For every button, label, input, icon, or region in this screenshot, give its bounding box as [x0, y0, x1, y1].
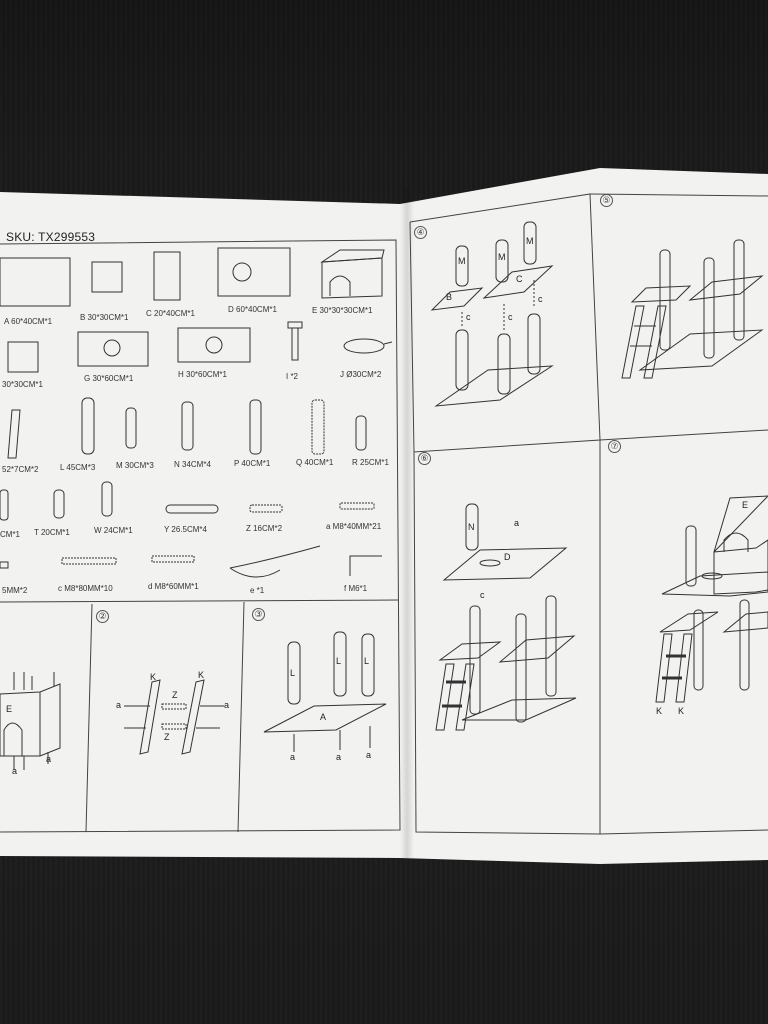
tag-l-2: L [336, 656, 342, 666]
part-label-h: H 30*60CM*1 [178, 370, 227, 379]
tag-a-step6: a [514, 518, 520, 528]
step-7-sketch [655, 495, 768, 703]
parts-row-1 [0, 247, 385, 307]
tag-e-house: E [742, 500, 749, 510]
instruction-sheet [0, 168, 768, 864]
tag-c-board: C [516, 274, 523, 284]
tag-c-step6: c [480, 590, 485, 600]
step-number-5: ⑤ [600, 194, 613, 207]
tag-c-2: c [508, 312, 513, 322]
part-label-g: G 30*60CM*1 [84, 374, 134, 383]
step-4-sketch [430, 221, 554, 407]
tag-c-3: c [538, 294, 543, 304]
part-label-c: C 20*40CM*1 [146, 309, 195, 318]
tag-k-left: K [150, 672, 157, 682]
step-number-4: ④ [414, 226, 427, 239]
tag-d-board: D [504, 552, 511, 562]
tag-a-screw-1: a [290, 752, 296, 762]
part-label-e-tool: e *1 [250, 586, 265, 595]
step-2-sketch [0, 672, 61, 770]
part-label-s: CM*1 [0, 530, 21, 539]
tag-a-step2: a [12, 766, 18, 776]
part-label-j: J Ø30CM*2 [340, 370, 382, 379]
tag-z-bottom: Z [164, 732, 170, 742]
tag-k-right: K [198, 670, 205, 680]
part-label-b: B 30*30CM*1 [80, 313, 129, 322]
tag-k-step7a: K [656, 706, 663, 716]
tag-m-1: M [458, 256, 466, 266]
part-label-d-screw: d M8*60MM*1 [148, 582, 199, 591]
step-5-sketch [621, 239, 764, 379]
tag-a-step2b: a [46, 754, 52, 764]
part-label-c-screw: c M8*80MM*10 [58, 584, 113, 593]
tag-a-screw-3: a [366, 750, 372, 760]
step-3-sketch [263, 631, 387, 752]
parts-row-4 [0, 481, 375, 521]
part-label-e: E 30*30*30CM*1 [312, 306, 373, 315]
part-label-f-wrench: f M6*1 [344, 584, 368, 593]
part-label-a-screw: a M8*40MM*21 [326, 522, 382, 531]
part-label-q: Q 40CM*1 [296, 458, 334, 467]
parts-row-2 [7, 321, 393, 373]
tag-m-2: M [498, 252, 506, 262]
left-page-frames [0, 239, 401, 833]
step-number-7: ⑦ [608, 440, 621, 453]
right-page-frames [409, 193, 768, 835]
step-number-3: ③ [252, 608, 265, 621]
parts-row-3 [7, 397, 367, 459]
step-2b-sketch [124, 679, 224, 755]
tag-a-right: a [224, 700, 230, 710]
part-label-z: Z 16CM*2 [246, 524, 283, 533]
tag-l-3: L [364, 656, 370, 666]
part-label-i: I *2 [286, 372, 299, 381]
part-label-y: Y 26.5CM*4 [164, 525, 207, 534]
parts-row-5 [0, 545, 382, 578]
tag-a-screw-2: a [336, 752, 342, 762]
tag-e-step2: E [6, 704, 13, 714]
part-label-l: L 45CM*3 [60, 463, 96, 472]
part-label-n: N 34CM*4 [174, 460, 211, 469]
tag-n-post: N [468, 522, 475, 532]
tag-c-1: c [466, 312, 471, 322]
tag-m-3: M [526, 236, 534, 246]
part-label-k: 52*7CM*2 [2, 465, 39, 474]
part-label-t: T 20CM*1 [34, 528, 70, 537]
sheet-fold [400, 188, 414, 858]
tag-b-board: B [446, 292, 453, 302]
tag-l-1: L [290, 668, 296, 678]
part-label-m: M 30CM*3 [116, 461, 154, 470]
part-label-b-screw: 5MM*2 [2, 586, 28, 595]
part-label-a: A 60*40CM*1 [4, 317, 53, 326]
part-label-r: R 25CM*1 [352, 458, 389, 467]
part-label-d: D 60*40CM*1 [228, 305, 277, 314]
step-number-6: ⑥ [418, 452, 431, 465]
step-number-2: ② [96, 610, 109, 623]
step-6-sketch [435, 503, 577, 731]
part-label-p: P 40CM*1 [234, 459, 271, 468]
tag-a-board: A [320, 712, 327, 722]
sku-label: SKU: TX299553 [6, 230, 96, 244]
tag-k-step7b: K [678, 706, 685, 716]
tag-z-top: Z [172, 690, 178, 700]
part-label-f: 30*30CM*1 [2, 380, 43, 389]
part-label-w: W 24CM*1 [94, 526, 133, 535]
tag-a-left: a [116, 700, 122, 710]
